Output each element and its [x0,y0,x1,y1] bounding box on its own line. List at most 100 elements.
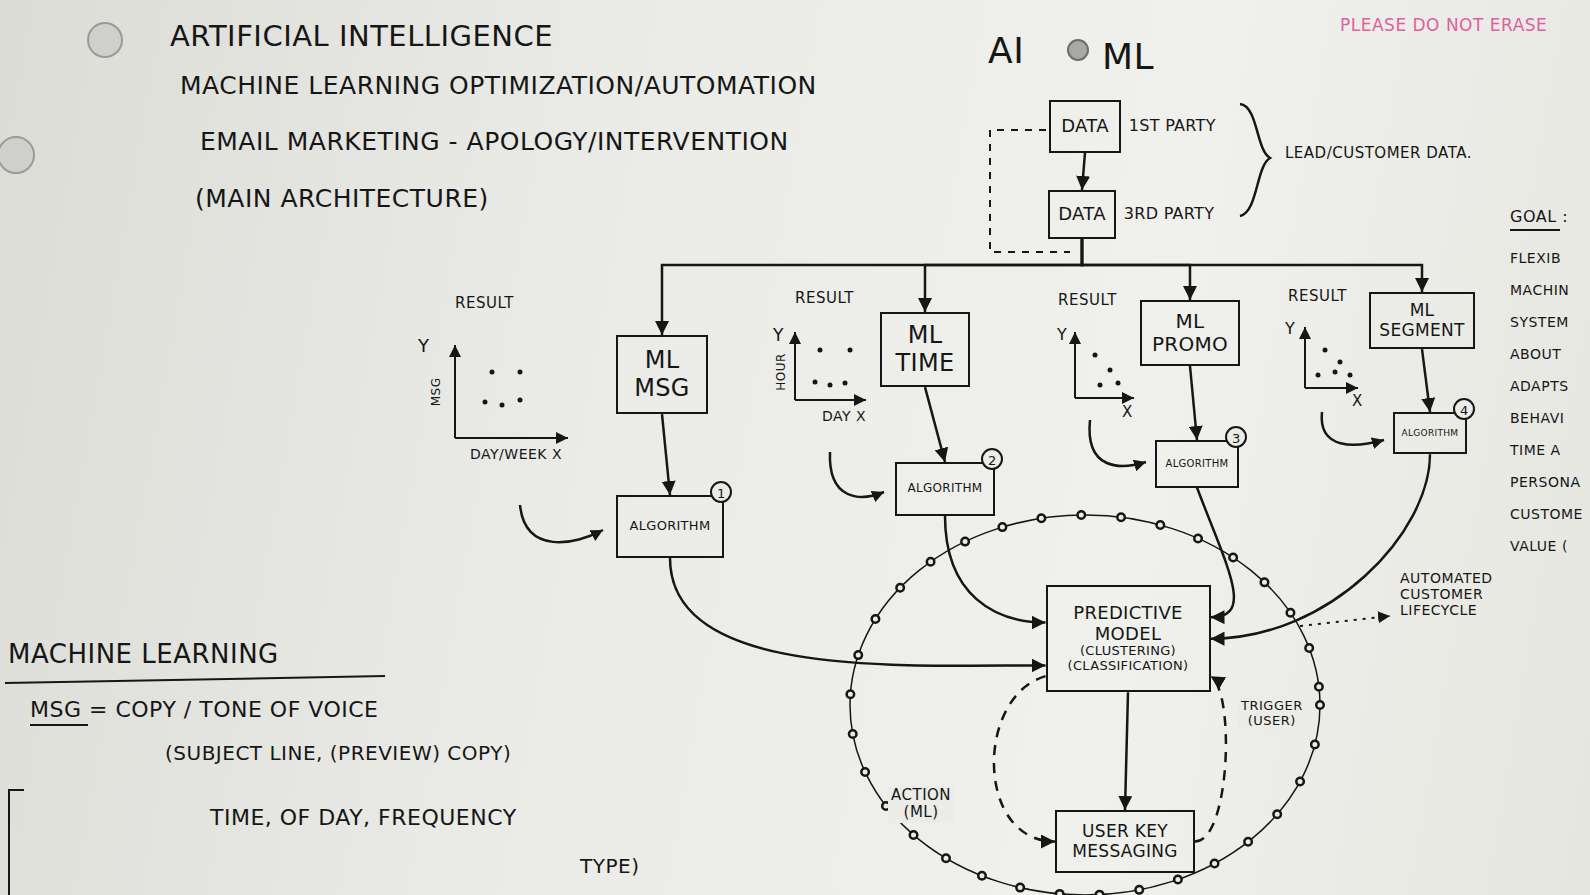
sketch-line [1075,397,1134,399]
underlines [5,230,1560,895]
sketch-line [1074,332,1076,398]
sketch-line [1323,348,1328,353]
process-box: ML TIME [880,312,971,387]
note-text: AUTOMATED CUSTOMER LIFECYCLE [1400,570,1493,618]
sketch-line [9,790,24,895]
sketch-line [1333,370,1338,375]
list-item: VALUE ( [1510,538,1568,554]
sketch-line [843,381,848,386]
process-box: ALGORITHM [1155,440,1240,488]
sketch-line [30,724,88,726]
node-text: ALGORITHM [1402,428,1459,438]
chart-title: RESULT [795,290,854,307]
lifecycle-loop [850,515,1390,895]
sketch-line [828,383,833,388]
list-item: ADAPTS [1510,378,1569,394]
connector [1422,349,1430,412]
node-text: DATA [1061,116,1109,137]
connector [1211,454,1431,638]
warning-note: PLEASE DO NOT ERASE [1340,16,1547,36]
axis-label: MSG [430,378,444,407]
list-item: PERSONA [1510,474,1580,490]
edge-label: ACTION (ML) [888,786,954,823]
sketch-line [454,345,456,438]
sketch-line [1090,420,1146,466]
sketch-line [1338,360,1343,365]
process-box: DATA1ST PARTY [1049,100,1121,153]
list-item: TIME A [1510,442,1561,458]
sketch-line [518,398,523,403]
sketch-line [830,452,884,497]
process-box: ML MSG [616,335,707,414]
list-item: SYSTEM [1510,314,1569,330]
sketch-line [483,400,488,405]
list-item: ABOUT [1510,346,1561,362]
sketch-line [848,348,853,353]
definition-text: TIME, OF DAY, FREQUENCY [210,805,517,830]
process-box: ALGORITHM [895,462,996,516]
node-subtext: (CLASSIFICATION) [1058,659,1199,674]
process-box: DATA3RD PARTY [1048,190,1116,239]
axis-label: DAY X [822,408,866,424]
node-text: ML PROMO [1152,310,1228,356]
process-box: ML SEGMENT [1369,292,1474,349]
sketch-line [1240,104,1270,216]
axis-label: Y [773,326,784,346]
sketch-line [1322,412,1384,445]
sketch-line [1510,229,1560,231]
subtitle: (MAIN ARCHITECTURE) [195,185,489,214]
connector [1197,488,1234,618]
connector [1082,239,1422,292]
axis-label: HOUR [775,353,789,391]
connector [1125,692,1128,810]
sketch-line [850,515,1320,895]
process-box: USER KEY MESSAGING [1055,810,1195,873]
sketch-line [794,332,796,400]
chart-title: RESULT [455,295,514,312]
sketch-line [1300,616,1390,626]
node-text: PREDICTIVE MODEL [1058,603,1199,644]
edge-label: TRIGGER (USER) [1238,698,1306,730]
sketch-line [1108,368,1113,373]
node-text: ML SEGMENT [1379,301,1464,340]
definition-text: MSG = COPY / TONE OF VOICE [30,697,379,722]
axis-label: X [1352,393,1363,410]
node-text: ALGORITHM [1166,458,1229,470]
connector [670,558,1046,666]
connector [925,387,945,462]
list-item: CUSTOME [1510,506,1583,522]
sketch-line [1304,327,1306,388]
sketch-line [520,505,603,542]
subtitle: EMAIL MARKETING - APOLOGY/INTERVENTION [200,128,789,157]
node-text: ML MSG [634,347,689,402]
sketch-line [0,137,34,173]
callout-number: 2 [981,448,1003,470]
node-text: ALGORITHM [630,519,711,534]
connector [1195,676,1226,841]
subtitle: MACHINE LEARNING OPTIMIZATION/AUTOMATION [180,72,817,101]
node-text: ALGORITHM [908,482,983,496]
callout-number: 3 [1225,426,1247,448]
section-heading: MACHINE LEARNING [8,640,279,670]
list-heading: GOAL : [1510,208,1568,226]
connector [1082,239,1190,300]
node-text: ML TIME [896,322,955,377]
connector [662,414,670,495]
callout-number: 1 [710,481,732,503]
process-box: ML PROMO [1140,300,1240,366]
heading-mark: AI [988,30,1024,71]
process-box: ALGORITHM [616,495,725,558]
title: ARTIFICIAL INTELLIGENCE [170,20,553,53]
sketch-line [5,676,385,683]
sketch-line [850,515,1320,895]
list-item: BEHAVI [1510,410,1564,426]
axis-label: Y [1057,326,1067,344]
definition-text: TYPE) [580,855,639,878]
callout-number: 4 [1453,398,1475,420]
axis-label: Y [1285,320,1295,338]
connector [1082,153,1085,190]
process-box: ALGORITHM [1393,412,1468,454]
sketch-line [1098,383,1103,388]
chart-title: RESULT [1288,288,1347,305]
sketch-line [1348,373,1353,378]
